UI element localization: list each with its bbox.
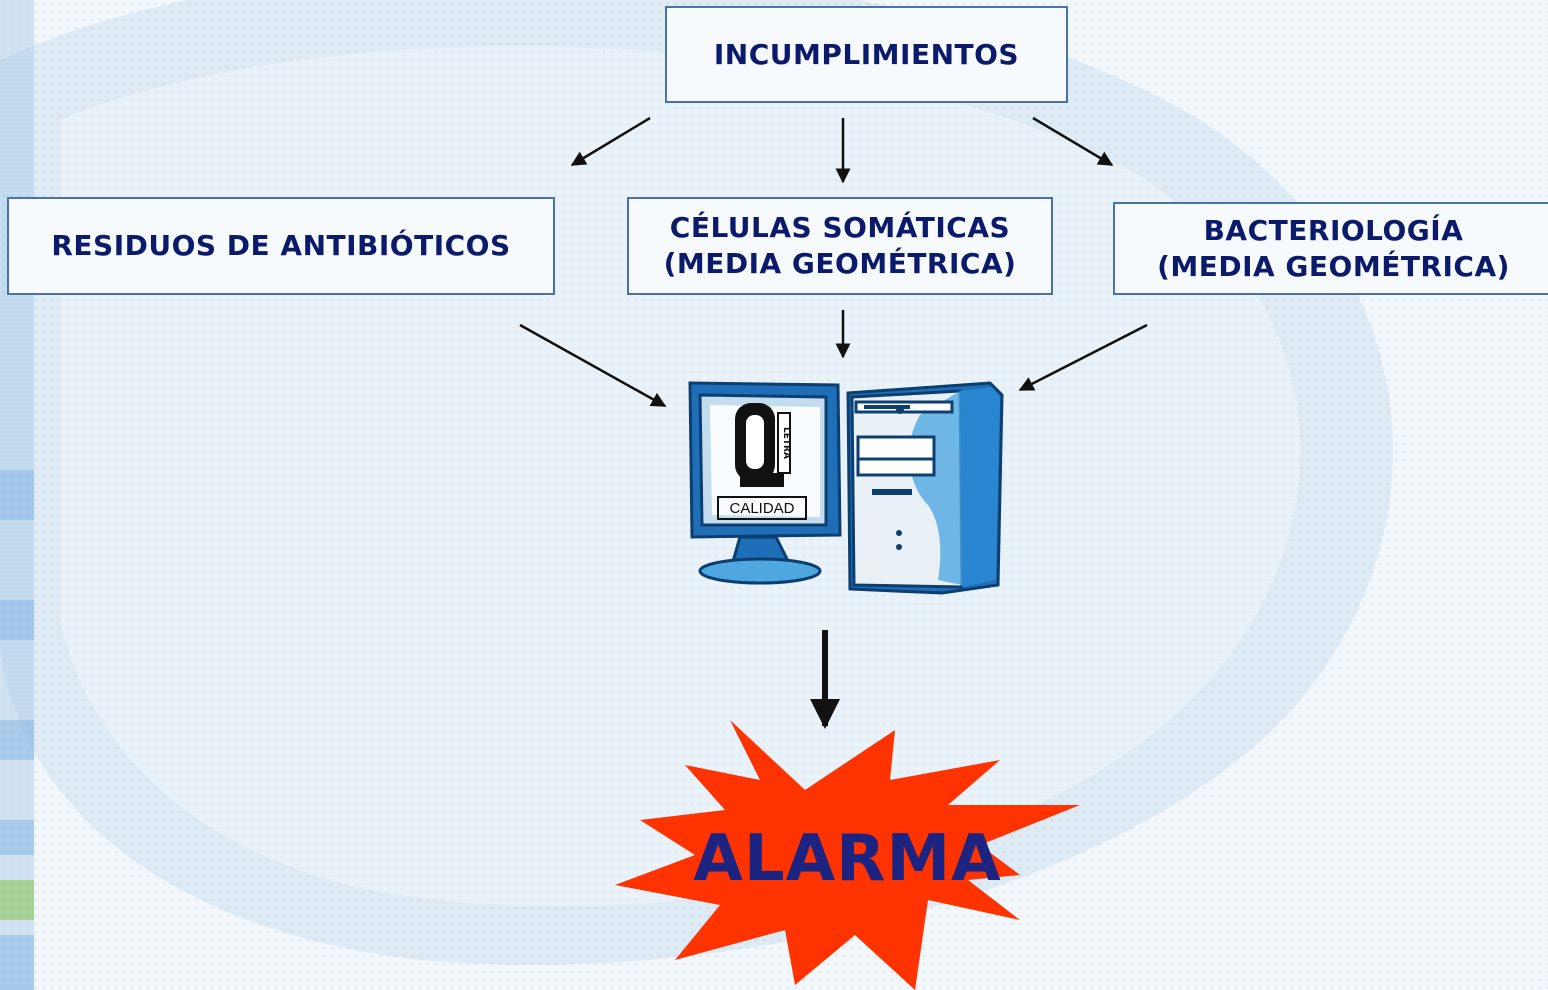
logo-side-text: LETRA <box>781 427 791 459</box>
node-residuos-line1: RESIDUOS DE ANTIBIÓTICOS <box>51 229 511 262</box>
node-celulas-line2: (MEDIA GEOMÉTRICA) <box>663 247 1017 280</box>
alarm-burst-shape <box>615 720 1080 990</box>
alarm-label: ALARMA <box>693 822 1002 896</box>
alarm-starburst <box>615 720 1080 990</box>
computer-icon: LETRA CALIDAD <box>688 381 1004 595</box>
node-bacteriologia-line2: (MEDIA GEOMÉTRICA) <box>1157 249 1510 283</box>
arrow-left-to-computer <box>519 323 667 408</box>
arrow-top-to-right <box>1032 116 1114 167</box>
arrow-top-to-left <box>570 116 651 167</box>
arrow-right-to-computer <box>1018 323 1148 392</box>
node-residuos-antibioticos: RESIDUOS DE ANTIBIÓTICOS <box>7 197 555 295</box>
node-bacteriologia-line1: BACTERIOLOGÍA <box>1203 213 1464 247</box>
node-celulas-line1: CÉLULAS SOMÁTICAS <box>669 211 1011 244</box>
node-bacteriologia: BACTERIOLOGÍA (MEDIA GEOMÉTRICA) <box>1113 202 1548 295</box>
node-celulas-somaticas: CÉLULAS SOMÁTICAS (MEDIA GEOMÉTRICA) <box>627 197 1053 295</box>
logo-caption: CALIDAD <box>729 500 794 517</box>
node-incumplimientos-label: INCUMPLIMIENTOS <box>713 37 1020 71</box>
node-incumplimientos: INCUMPLIMIENTOS <box>665 6 1068 103</box>
